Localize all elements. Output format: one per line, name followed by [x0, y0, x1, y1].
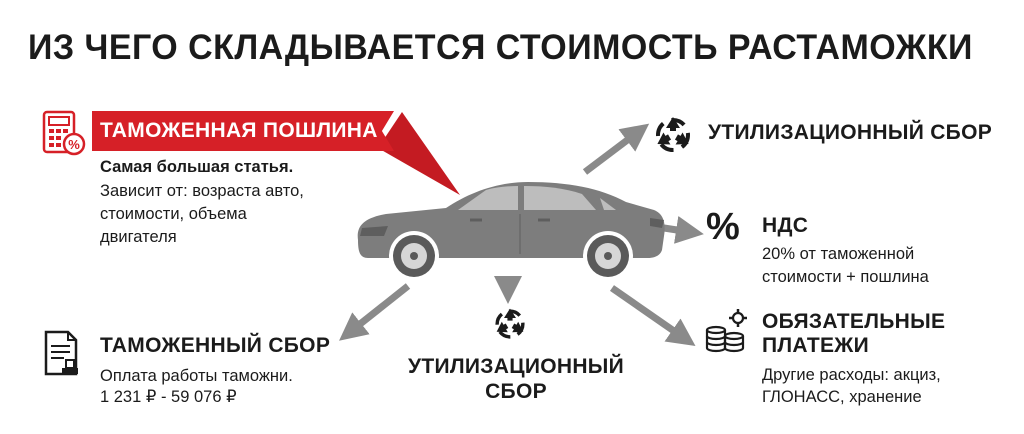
customs-duty-heading: ТАМОЖЕННАЯ ПОШЛИНА [100, 119, 378, 142]
coins-gear-icon [704, 308, 750, 354]
recycle-icon [652, 114, 694, 156]
mandatory-line-1: Другие расходы: акциз, [762, 366, 941, 384]
svg-text:%: % [68, 137, 80, 152]
recycle-icon-bottom [492, 306, 528, 342]
mandatory-line-2: ГЛОНАСС, хранение [762, 388, 922, 406]
arrow-to-mandatory [610, 285, 696, 346]
percent-icon: % [706, 206, 740, 248]
customs-duty-line-1: Зависит от: возраста авто, [100, 182, 304, 200]
customs-duty-bold: Самая большая статья. [100, 158, 294, 176]
page-title: ИЗ ЧЕГО СКЛАДЫВАЕТСЯ СТОИМОСТЬ РАСТАМОЖК… [28, 28, 973, 67]
arrow-to-customs-fee [339, 283, 411, 341]
vat-heading: НДС [762, 214, 809, 237]
calculator-icon: % [40, 110, 88, 158]
recycling-bottom-line-1: УТИЛИЗАЦИОННЫЙ [407, 355, 625, 378]
customs-fee-heading: ТАМОЖЕННЫЙ СБОР [100, 334, 331, 357]
car-illustration [350, 178, 670, 280]
customs-duty-line-3: двигателя [100, 228, 177, 246]
vat-line-2: стоимости + пошлина [762, 268, 929, 286]
recycling-top-heading: УТИЛИЗАЦИОННЫЙ СБОР [708, 121, 993, 144]
document-stamp-icon [40, 330, 88, 378]
customs-duty-line-2: стоимости, объема [100, 205, 247, 223]
vat-line-1: 20% от таможенной [762, 245, 915, 263]
customs-fee-line-2: 1 231 ₽ - 59 076 ₽ [100, 388, 237, 406]
customs-fee-line-1: Оплата работы таможни. [100, 367, 293, 385]
arrow-to-recycling-top [582, 123, 650, 175]
arrow-to-vat [663, 216, 704, 244]
mandatory-heading-line-1: ОБЯЗАТЕЛЬНЫЕ [762, 310, 946, 333]
customs-duty-ribbon [92, 111, 394, 151]
mandatory-heading-line-2: ПЛАТЕЖИ [762, 334, 869, 357]
recycling-bottom-line-2: СБОР [485, 380, 547, 403]
